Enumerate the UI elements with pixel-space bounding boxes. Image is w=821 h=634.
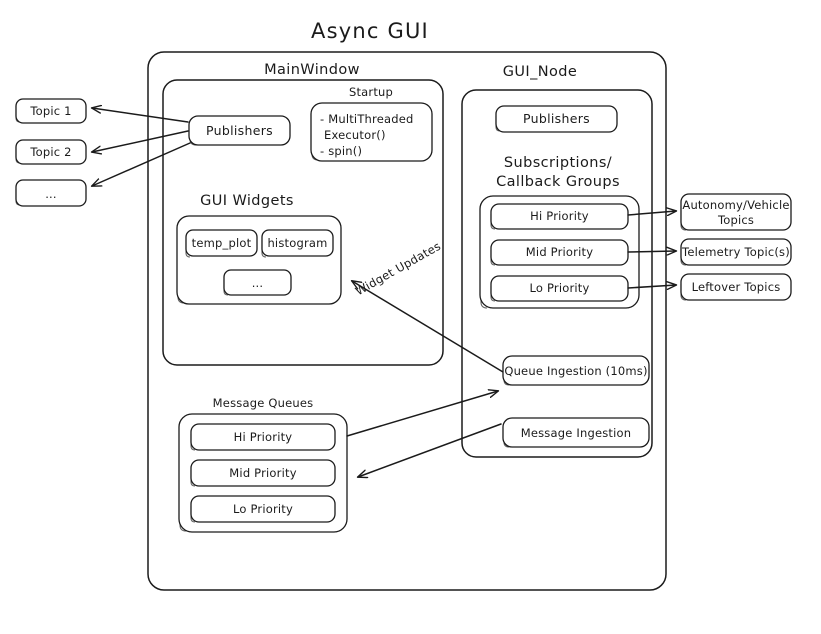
startup-line-2: Executor() (324, 128, 386, 142)
telemetry-topics-label: Telemetry Topic(s) (681, 245, 790, 259)
message-queues-group: Hi Priority Mid Priority Lo Priority (178, 413, 348, 533)
mainwindow-publishers-box[interactable] (188, 115, 291, 146)
page-title: Async GUI (311, 19, 429, 43)
queue-lo-priority[interactable]: Lo Priority (190, 495, 336, 523)
queue-ingestion[interactable]: Queue Ingestion (10ms) (502, 355, 650, 386)
edge-mid-to-telemetry-topics (627, 251, 676, 252)
right-topic-autonomy[interactable]: Autonomy/Vehicle Topics (680, 193, 792, 231)
queue-ingestion-box[interactable] (502, 355, 650, 386)
edge-publishers-to-topic2 (92, 130, 189, 152)
startup-line-1: - MultiThreaded (320, 112, 414, 126)
edge-hi-to-autonomy-topics (627, 211, 676, 215)
guinode-title: GUI_Node (503, 64, 577, 80)
mainwindow-publishers-label: Publishers (206, 123, 273, 138)
message-ingestion-box[interactable] (502, 417, 650, 448)
autonomy-topics-label-line2: Topics (717, 213, 754, 227)
right-topic-telemetry[interactable]: Telemetry Topic(s) (680, 238, 792, 266)
edge-publishers-to-topic-ellipsis (92, 142, 191, 186)
left-topic-2[interactable]: Topic 2 (15, 139, 87, 165)
callback-hi-priority-box[interactable] (490, 203, 629, 230)
queue-hi-priority-label: Hi Priority (234, 430, 293, 444)
startup-box (310, 102, 433, 162)
message-queues-title: Message Queues (213, 396, 314, 410)
guinode-publishers-label: Publishers (523, 111, 590, 126)
edge-message-ingestion-to-queues (358, 423, 502, 477)
queue-mid-priority-label: Mid Priority (229, 466, 296, 480)
callback-group-hi-priority[interactable]: Hi Priority (490, 203, 629, 230)
widget-histogram-label: histogram (267, 236, 327, 250)
queue-mid-priority-box[interactable] (190, 459, 336, 487)
widget-ellipsis[interactable]: ... (223, 269, 292, 296)
topic-2-box[interactable] (15, 139, 87, 165)
callback-group-lo-priority[interactable]: Lo Priority (490, 275, 629, 302)
leftover-topics-box[interactable] (680, 273, 792, 301)
widget-temp-plot-box[interactable] (185, 229, 258, 257)
topic-ellipsis-box[interactable] (15, 179, 87, 207)
gui-widgets-group: temp_plot histogram ... (176, 215, 342, 305)
topic-1-label: Topic 1 (29, 104, 71, 118)
queue-lo-priority-label: Lo Priority (233, 502, 293, 516)
guinode-publishers-box[interactable] (495, 105, 618, 133)
startup-box-group: - MultiThreaded Executor() - spin() (310, 102, 433, 162)
widget-histogram[interactable]: histogram (261, 229, 334, 258)
telemetry-topics-box[interactable] (680, 238, 792, 266)
edge-widget-updates (352, 281, 504, 373)
callback-lo-priority-label: Lo Priority (529, 281, 589, 295)
guinode-publishers[interactable]: Publishers (495, 105, 618, 133)
startup-line-3: - spin() (320, 144, 362, 158)
edge-queues-to-queue-ingestion (346, 391, 498, 437)
autonomy-topics-box[interactable] (680, 193, 792, 231)
subscriptions-title-line2: Callback Groups (496, 174, 620, 190)
subscriptions-title-line1: Subscriptions/ (504, 155, 612, 171)
edge-publishers-to-topic1 (92, 108, 189, 123)
leftover-topics-label: Leftover Topics (692, 280, 781, 294)
queue-hi-priority[interactable]: Hi Priority (190, 423, 336, 451)
left-topic-ellipsis[interactable]: ... (15, 179, 87, 207)
left-topic-1[interactable]: Topic 1 (15, 98, 87, 124)
queue-hi-priority-box[interactable] (190, 423, 336, 451)
widget-histogram-box[interactable] (261, 229, 334, 257)
gui-widgets-title: GUI Widgets (200, 193, 294, 209)
topic-2-label: Topic 2 (29, 145, 71, 159)
callback-hi-priority-label: Hi Priority (530, 209, 589, 223)
message-ingestion[interactable]: Message Ingestion (502, 417, 650, 448)
queue-mid-priority[interactable]: Mid Priority (190, 459, 336, 487)
widget-temp-plot-label: temp_plot (192, 236, 252, 250)
mainwindow-title: MainWindow (264, 62, 360, 78)
message-ingestion-label: Message Ingestion (521, 426, 632, 440)
widget-temp-plot[interactable]: temp_plot (185, 229, 258, 258)
startup-title: Startup (349, 85, 393, 99)
widget-ellipsis-label: ... (252, 276, 264, 290)
topic-ellipsis-label: ... (45, 187, 57, 201)
edge-lo-to-leftover-topics (627, 285, 676, 288)
widget-ellipsis-box[interactable] (223, 269, 292, 296)
subscriptions-group: Hi Priority Mid Priority Lo Priority (479, 195, 640, 309)
right-topic-leftover[interactable]: Leftover Topics (680, 273, 792, 301)
autonomy-topics-label-line1: Autonomy/Vehicle (682, 198, 789, 212)
topic-1-box[interactable] (15, 98, 87, 124)
callback-mid-priority-label: Mid Priority (526, 245, 593, 259)
callback-group-mid-priority[interactable]: Mid Priority (490, 239, 629, 266)
mainwindow-publishers[interactable]: Publishers (188, 115, 291, 146)
queue-lo-priority-box[interactable] (190, 495, 336, 523)
queue-ingestion-label: Queue Ingestion (10ms) (504, 364, 647, 378)
